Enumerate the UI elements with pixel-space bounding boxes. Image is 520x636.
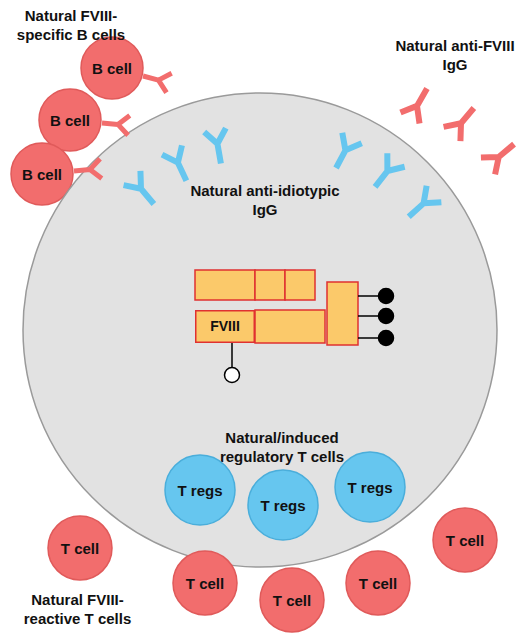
fviii-domain-box: FVIII (195, 310, 255, 343)
antibody-y (400, 83, 436, 123)
receptor-y (140, 66, 171, 92)
outline-rect (196, 311, 255, 343)
antibody-y (481, 136, 520, 175)
antibody-y (366, 153, 404, 193)
treg-circle: T regs (334, 451, 406, 523)
antibody-y (326, 133, 361, 173)
cell-label: T cell (172, 550, 238, 616)
stalk-line (358, 295, 380, 297)
group-heading: Natural/induced regulatory T cells (207, 428, 357, 466)
anti-idiotypic-igg (124, 128, 442, 225)
cell-label: T cell (47, 515, 113, 581)
outline-circle (39, 89, 101, 151)
cell-label: T regs (164, 454, 236, 526)
outline-circle (346, 551, 410, 615)
b-cell-circle: B cell (80, 36, 144, 100)
antibody-y (204, 128, 232, 165)
outline-circle (48, 516, 112, 580)
outline-circle (173, 551, 237, 615)
fviii-domains (195, 270, 358, 345)
cell-label: FVIII (195, 310, 255, 343)
outline-circle (433, 508, 497, 572)
treg-circle: T regs (164, 454, 236, 526)
antibody-y (444, 101, 483, 141)
outline-circle (11, 143, 73, 205)
t-cell-circle: T cell (432, 507, 498, 573)
t-cell-circle: T cell (259, 567, 325, 633)
black-ball (379, 331, 394, 346)
glycan-stalks (225, 289, 394, 383)
receptor-y (73, 159, 102, 181)
domain-box (195, 270, 255, 300)
outline-circle (23, 93, 497, 567)
antibody-y (124, 171, 163, 211)
t-cell-circle: T cell (172, 550, 238, 616)
black-ball (379, 309, 394, 324)
stalk-line (231, 343, 233, 368)
cell-label: T regs (247, 469, 319, 541)
receptor-y (101, 113, 130, 135)
t-cell-circle: T cell (345, 550, 411, 616)
t-cell-circle: T cell (47, 515, 113, 581)
black-ball (379, 289, 394, 304)
stalk-line (358, 337, 380, 339)
outline-circle (81, 37, 143, 99)
milieu-circle: Natural anti-idiotypic IgG Natural/induce… (22, 92, 498, 568)
outline-circle (335, 452, 405, 522)
antibody-y (401, 186, 441, 225)
b-cell-circle: B cell (38, 88, 102, 152)
cell-label: T regs (334, 451, 406, 523)
cell-label: T cell (259, 567, 325, 633)
stalk-line (358, 315, 380, 317)
outline-circle (248, 470, 318, 540)
white-ball (225, 368, 240, 383)
antibody-y (162, 145, 196, 185)
cell-label: T cell (345, 550, 411, 616)
treg-circle: T regs (247, 469, 319, 541)
cell-label: T cell (432, 507, 498, 573)
domain-box (285, 270, 315, 300)
outline-circle (165, 455, 235, 525)
anti-fviii-igg (400, 83, 520, 174)
outline-circle (260, 568, 324, 632)
b-cell-receptors (73, 66, 172, 181)
group-label: Natural FVIII-specific B cells (5, 6, 137, 44)
cell-label: B cell (38, 88, 102, 152)
group-heading: Natural anti-idiotypic IgG (190, 181, 340, 219)
domain-box (255, 310, 325, 343)
group-label: Natural FVIII-reactive T cells (10, 590, 145, 628)
group-label: Natural anti-FVIII IgG (395, 36, 515, 74)
domain-box (327, 282, 358, 345)
domain-box (255, 270, 285, 300)
cell-label: B cell (80, 36, 144, 100)
